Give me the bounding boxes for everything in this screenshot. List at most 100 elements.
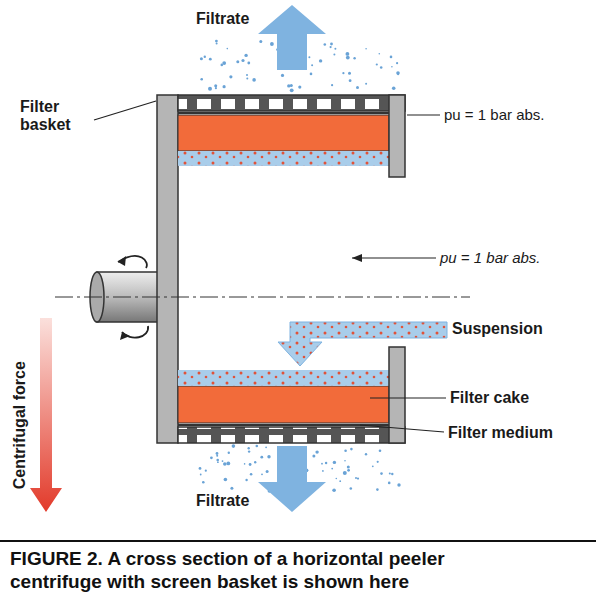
droplet	[227, 48, 229, 50]
part-label: Filter cake	[450, 389, 529, 407]
droplet	[331, 84, 333, 86]
droplet	[353, 57, 355, 59]
droplet	[332, 488, 336, 492]
leader-line	[370, 397, 446, 398]
droplet	[221, 64, 224, 67]
droplet	[223, 85, 226, 88]
rotation-arrow	[118, 256, 147, 268]
droplet	[215, 40, 218, 43]
droplet	[261, 473, 263, 475]
droplet	[322, 470, 324, 472]
droplet	[250, 473, 253, 476]
screen-wall	[178, 427, 405, 443]
droplet	[347, 466, 350, 469]
droplet	[397, 73, 399, 75]
droplet	[389, 472, 391, 474]
droplet	[350, 448, 353, 451]
filter-cake	[178, 386, 389, 423]
droplet	[224, 478, 228, 482]
droplet	[380, 472, 383, 475]
droplet	[214, 84, 217, 87]
droplet	[255, 445, 258, 448]
droplet	[216, 43, 218, 45]
filter-cake	[178, 115, 389, 151]
droplet	[215, 87, 217, 89]
basket-rim	[389, 95, 405, 177]
screen-wall	[178, 95, 405, 111]
droplet	[380, 66, 383, 69]
droplet	[334, 48, 336, 50]
droplet	[344, 460, 346, 462]
droplet	[330, 46, 332, 48]
droplet	[336, 478, 338, 480]
droplet	[346, 56, 350, 60]
droplet	[331, 468, 333, 470]
droplet	[376, 63, 378, 65]
droplet	[222, 460, 224, 462]
droplet	[311, 64, 313, 66]
droplet	[348, 72, 351, 75]
droplet	[379, 450, 382, 453]
droplet	[226, 462, 230, 466]
pressure-arrow	[352, 257, 436, 258]
droplet	[200, 57, 203, 60]
droplet	[249, 463, 252, 466]
droplet	[321, 463, 323, 465]
part-label: Centrifugal force	[11, 361, 29, 489]
suspension-layer	[178, 370, 389, 386]
droplet	[355, 477, 357, 479]
droplet	[266, 470, 269, 473]
droplet	[347, 469, 350, 472]
droplet	[333, 54, 335, 56]
droplet	[350, 487, 353, 490]
droplet	[217, 461, 219, 463]
leader-line	[360, 425, 444, 432]
droplet	[254, 461, 256, 463]
part-label: Filter basket	[20, 98, 95, 135]
droplet	[229, 75, 232, 78]
droplet	[199, 467, 202, 470]
droplet	[216, 452, 219, 455]
droplet	[232, 444, 236, 448]
droplet	[365, 48, 367, 50]
droplet	[209, 58, 212, 61]
caption-rule	[0, 540, 596, 542]
droplet	[202, 481, 205, 484]
droplet	[324, 43, 327, 46]
droplet	[310, 73, 313, 76]
droplet	[392, 86, 396, 90]
droplet	[330, 43, 333, 46]
droplet	[246, 78, 248, 80]
droplet	[210, 456, 213, 459]
feed-pipe	[278, 322, 447, 366]
droplet	[325, 462, 327, 464]
filtrate-arrow	[258, 5, 326, 70]
droplet	[230, 487, 233, 490]
droplet	[216, 455, 218, 457]
droplet	[200, 78, 203, 81]
axis-line	[55, 297, 470, 298]
droplet	[248, 447, 250, 449]
filter-medium	[178, 112, 389, 114]
droplet	[390, 56, 393, 59]
droplet	[252, 78, 256, 82]
droplet	[244, 54, 247, 57]
droplet	[357, 478, 359, 480]
droplet	[343, 471, 347, 475]
droplet	[342, 72, 344, 74]
droplet	[236, 60, 239, 63]
droplet	[319, 59, 322, 62]
droplet	[396, 71, 400, 75]
droplet	[379, 53, 381, 55]
droplet	[245, 479, 247, 481]
droplet	[260, 456, 263, 459]
droplet	[208, 87, 212, 91]
filtrate-arrow	[258, 446, 326, 512]
basket-wall	[157, 95, 178, 443]
suspension-layer	[178, 151, 389, 166]
droplet	[241, 59, 244, 62]
part-label: pu = 1 bar abs.	[444, 106, 545, 123]
leader-line	[407, 114, 440, 115]
